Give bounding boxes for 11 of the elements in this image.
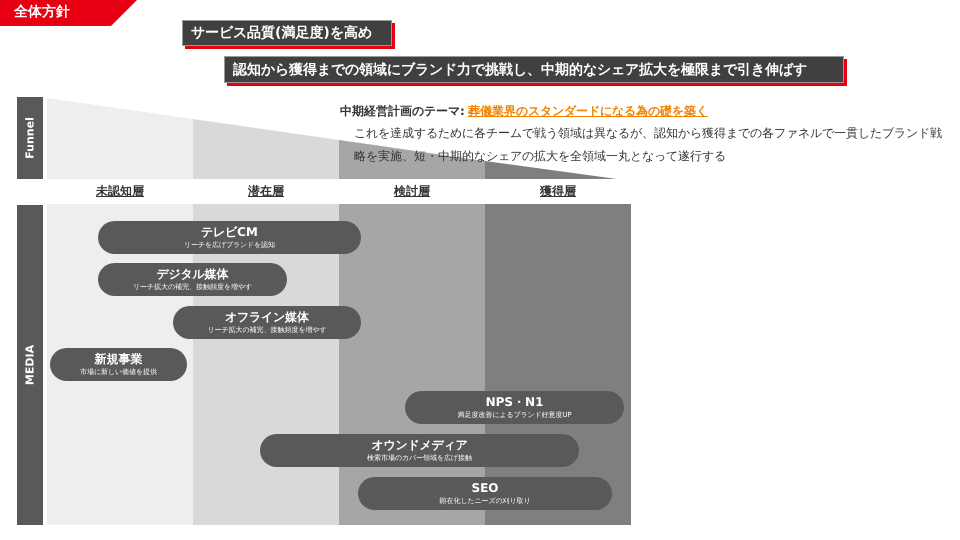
side-label-box: MEDIA <box>17 205 43 525</box>
title: 全体方針 <box>14 3 70 21</box>
column-heading: 潜在層 <box>247 183 285 200</box>
column-heading: 未認知層 <box>95 183 145 200</box>
column-heading: 検討層 <box>392 183 431 200</box>
theme-label: 中期経営計画のテーマ: <box>340 104 465 118</box>
heading-box: サービス品質(満足度)を高め <box>182 20 392 46</box>
side-label-box: Funnel <box>17 97 43 179</box>
column-heading: 獲得層 <box>538 183 577 200</box>
theme-text: 葬儀業界のスタンダードになる為の礎を築く <box>468 104 708 118</box>
heading-box: 認知から獲得までの領域にブランド力で挑戦し、中期的なシェア拡大を極限まで引き伸ばす <box>224 56 844 83</box>
